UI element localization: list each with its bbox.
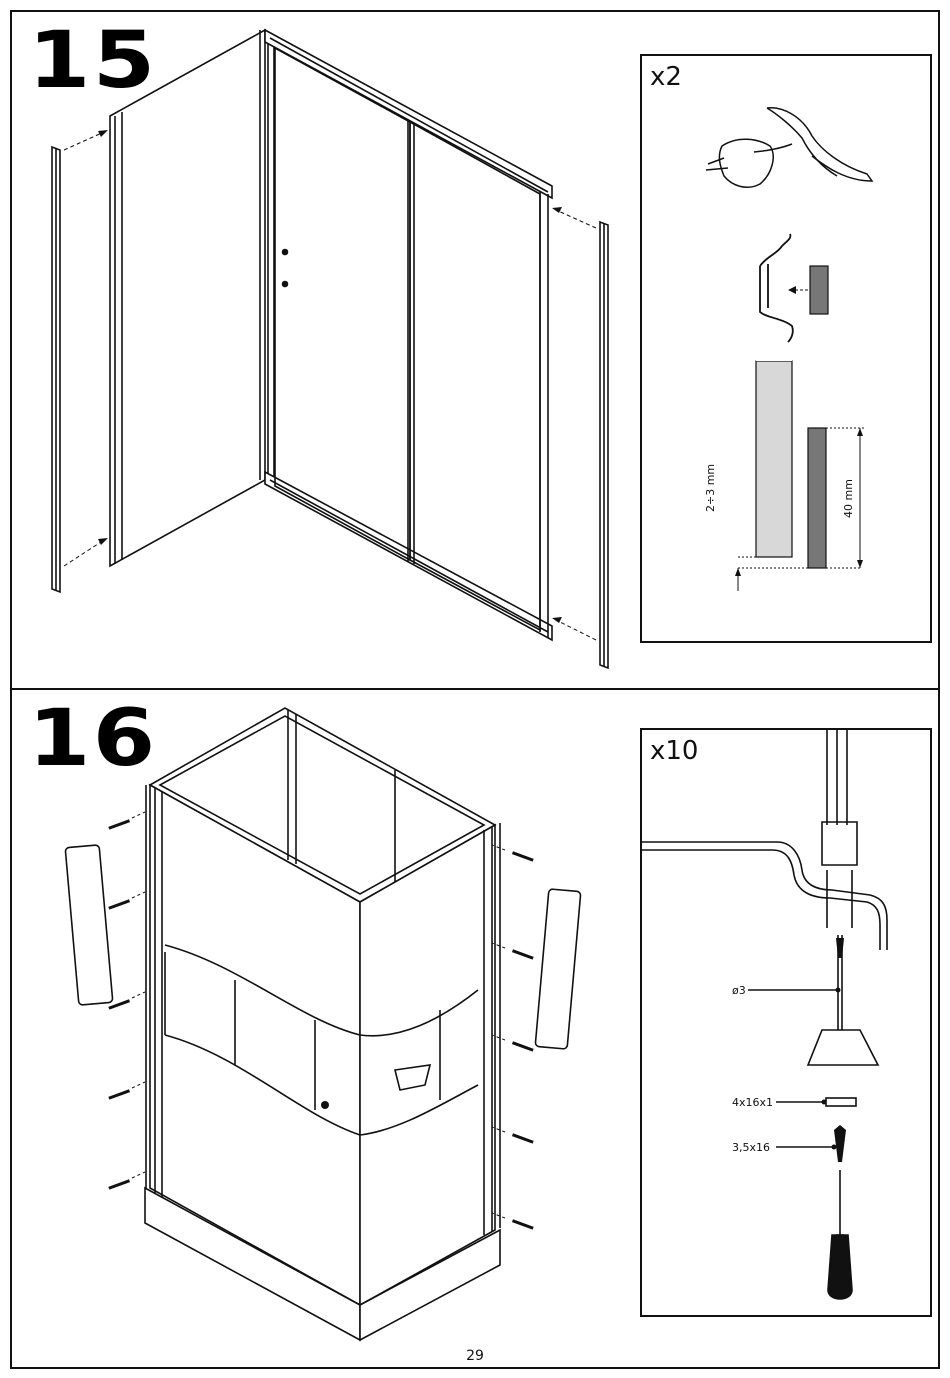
step-16-detail-inset: x10 (640, 728, 932, 1317)
step-15-enclosure-illustration (0, 0, 640, 690)
seal-trimming-diagram (642, 56, 934, 645)
height-dimension-label: 40 mm (842, 479, 855, 518)
step-16-enclosure-illustration (0, 690, 640, 1350)
screw-size-label: 3,5x16 (732, 1141, 770, 1154)
drilling-fixing-diagram (642, 730, 934, 1319)
seal-profile-icon (760, 234, 793, 342)
gap-dimension-label: 2÷3 mm (704, 464, 717, 512)
pliers-icon (706, 108, 872, 188)
wall-plug-size-label: 4x16x1 (732, 1096, 773, 1109)
page-number: 29 (0, 1348, 950, 1364)
step-15-detail-inset: x2 (640, 54, 932, 643)
drill-size-label: ø3 (732, 984, 746, 997)
